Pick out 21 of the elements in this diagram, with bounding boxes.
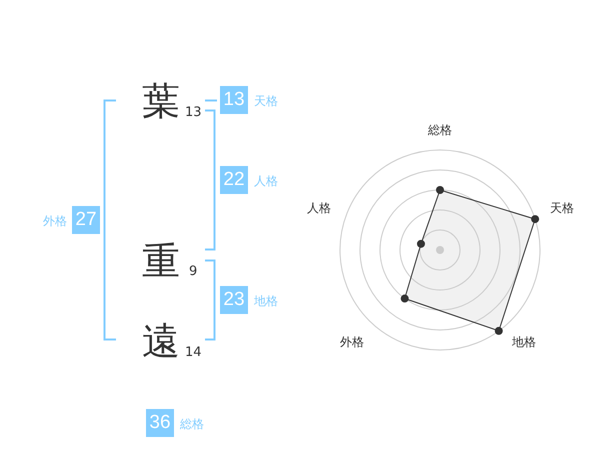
category-label: 人格	[254, 175, 278, 187]
name-character: 葉	[142, 82, 180, 120]
axis-label: 外格	[340, 336, 364, 348]
category-label: 地格	[254, 295, 278, 307]
name-character: 遠	[142, 322, 180, 360]
axis-label: 天格	[550, 202, 574, 214]
score-tile: 27	[72, 206, 100, 234]
category-label: 総格	[180, 418, 204, 430]
category-label: 外格	[43, 215, 67, 227]
stroke-count: 14	[185, 346, 202, 359]
stroke-count: 13	[185, 106, 202, 119]
category-label: 天格	[254, 95, 278, 107]
score-tile: 13	[220, 86, 248, 114]
score-tile: 36	[146, 409, 174, 437]
axis-label: 人格	[307, 202, 331, 214]
axis-label: 総格	[428, 124, 452, 136]
name-character: 重	[142, 242, 180, 280]
axis-label: 地格	[512, 336, 536, 348]
score-tile: 22	[220, 166, 248, 194]
stroke-count: 9	[189, 265, 198, 278]
score-tile: 23	[220, 286, 248, 314]
